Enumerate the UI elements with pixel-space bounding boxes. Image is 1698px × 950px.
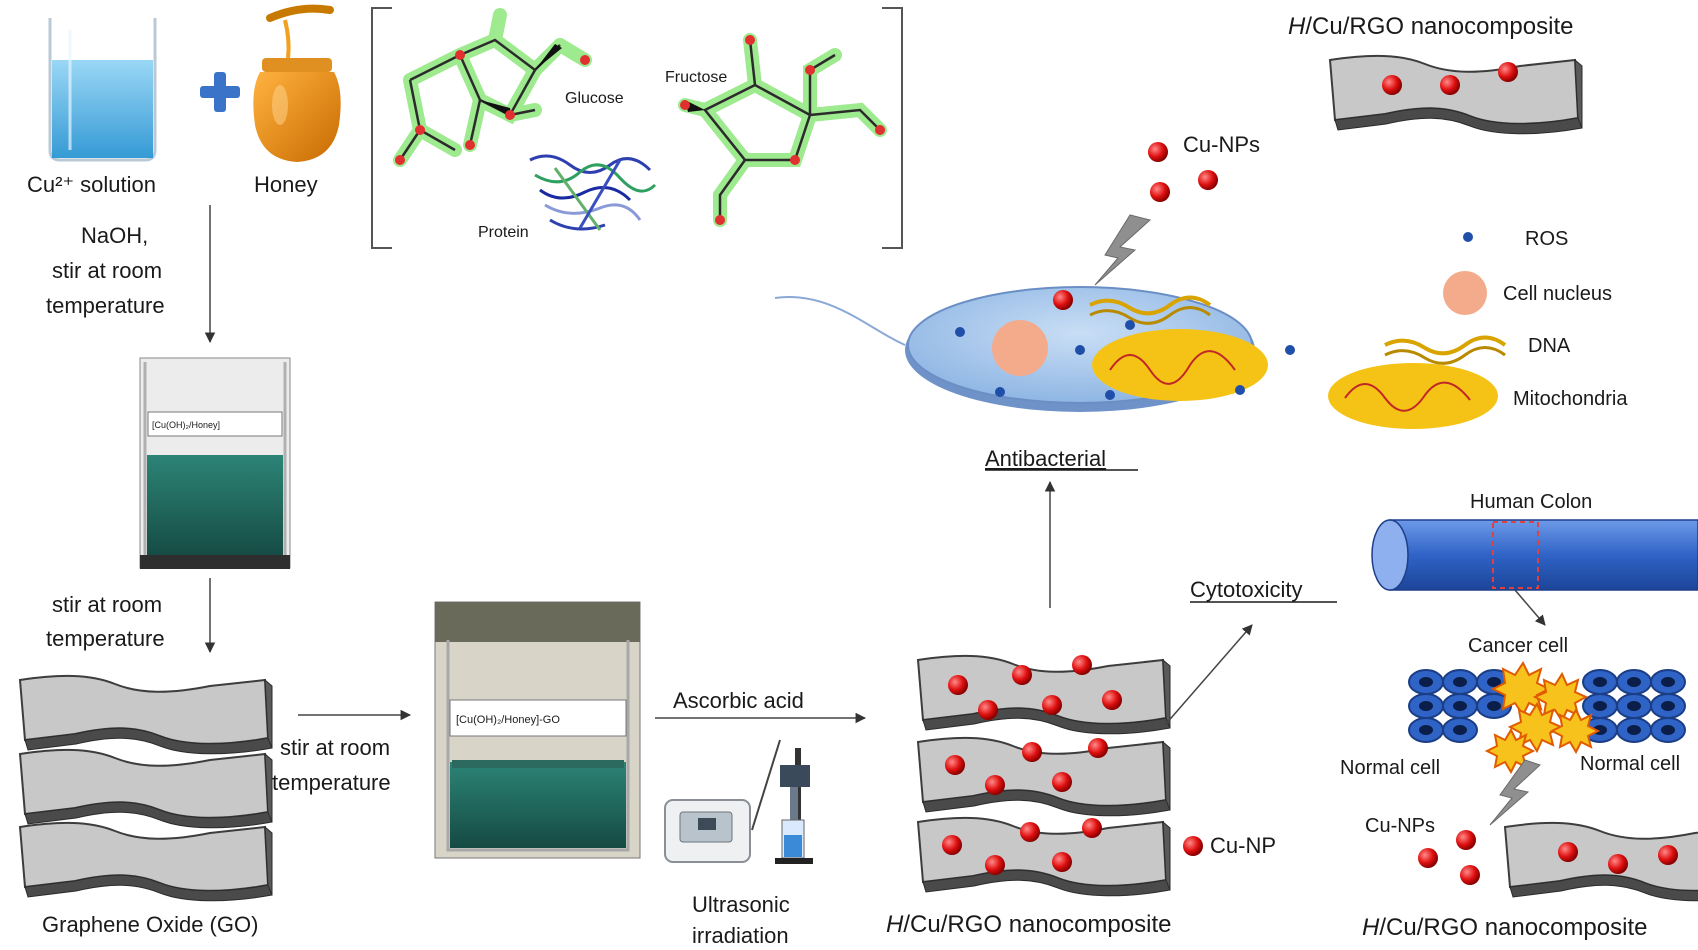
colon-tube: [1371, 519, 1698, 591]
mitochondria-legend-icon: [1328, 363, 1498, 429]
legend-mitochondria: Mitochondria: [1513, 388, 1628, 410]
composite-sheet-topright: [1329, 54, 1583, 135]
normal-cell-right: Normal cell: [1580, 753, 1680, 775]
honey-label: Honey: [254, 172, 318, 197]
step2-line2: temperature: [46, 626, 165, 651]
step2-line1: stir at room: [52, 592, 162, 617]
cancer-cell-label: Cancer cell: [1468, 635, 1568, 657]
fructose-label: Fructose: [665, 69, 727, 86]
step1-line1: NaOH,: [81, 223, 148, 248]
ascorbic-label: Ascorbic acid: [673, 688, 804, 713]
antibacterial-heading: Antibacterial: [985, 446, 1106, 471]
cu-nps-cluster-bottom: [1418, 830, 1480, 885]
protein-label: Protein: [478, 224, 529, 241]
bacterium-cell: [774, 286, 1295, 412]
step1-line3: temperature: [46, 293, 165, 318]
tissue-cells: [1408, 661, 1686, 775]
arrow-colon-to-cells: [1514, 589, 1546, 626]
normal-cell-left: Normal cell: [1340, 757, 1440, 779]
ultrasonic-device: [664, 739, 813, 864]
cu-solution-label: Cu²⁺ solution: [27, 172, 156, 197]
graphene-oxide-sheets: [19, 674, 273, 902]
fructose-molecule: [678, 33, 887, 227]
cu-solution-beaker: [48, 18, 157, 162]
lightning-icon-bottom: [1489, 759, 1541, 826]
ros-legend-icon: [1463, 232, 1473, 242]
glucose-molecule: [393, 8, 592, 167]
legend-ros: ROS: [1525, 228, 1568, 250]
beaker-cu-oh-honey-go: [434, 601, 641, 859]
composite-label-topright: H/Cu/RGO nanocomposite: [1288, 13, 1573, 40]
step3-line1: stir at room: [280, 735, 390, 760]
glucose-label: Glucose: [565, 90, 624, 107]
antibacterial-legend: [1328, 232, 1507, 429]
composite-sheet-bottomright: [1504, 821, 1698, 902]
arrow-to-cytotoxicity: [1164, 624, 1253, 726]
legend-nucleus: Cell nucleus: [1503, 283, 1612, 305]
cytotoxicity-heading: Cytotoxicity: [1190, 577, 1302, 602]
molecule-bracket: [371, 7, 903, 249]
step1-line2: stir at room: [52, 258, 162, 283]
ultrasonic-line2: irradiation: [692, 923, 789, 948]
cu-np-label: Cu-NP: [1210, 833, 1276, 858]
composite-label-center: H/Cu/RGO nanocomposite: [886, 911, 1171, 938]
beaker1-label: [Cu(OH)₂/Honey]: [152, 420, 220, 430]
cancer-cell-cluster: [1484, 661, 1601, 775]
nucleus-legend-icon: [1443, 271, 1487, 315]
beaker2-label: [Cu(OH)₂/Honey]-GO: [456, 714, 560, 726]
lightning-icon-top: [1094, 214, 1152, 286]
beaker-cu-oh-honey: [139, 357, 291, 569]
legend-dna: DNA: [1528, 335, 1571, 357]
protein-ribbon: [529, 154, 657, 231]
plus-icon: [200, 72, 240, 112]
colon-label: Human Colon: [1470, 491, 1592, 513]
cu-nps-label-bottom: Cu-NPs: [1365, 815, 1435, 837]
composite-label-bottomright: H/Cu/RGO nanocomposite: [1362, 914, 1647, 941]
step3-line2: temperature: [272, 770, 391, 795]
honey-jar: [253, 4, 341, 162]
dna-legend-icon: [1384, 335, 1507, 365]
cu-nps-label-top: Cu-NPs: [1183, 132, 1260, 157]
ultrasonic-line1: Ultrasonic: [692, 892, 790, 917]
cu-np-legend-dot: [1183, 836, 1203, 856]
go-label: Graphene Oxide (GO): [42, 912, 258, 937]
